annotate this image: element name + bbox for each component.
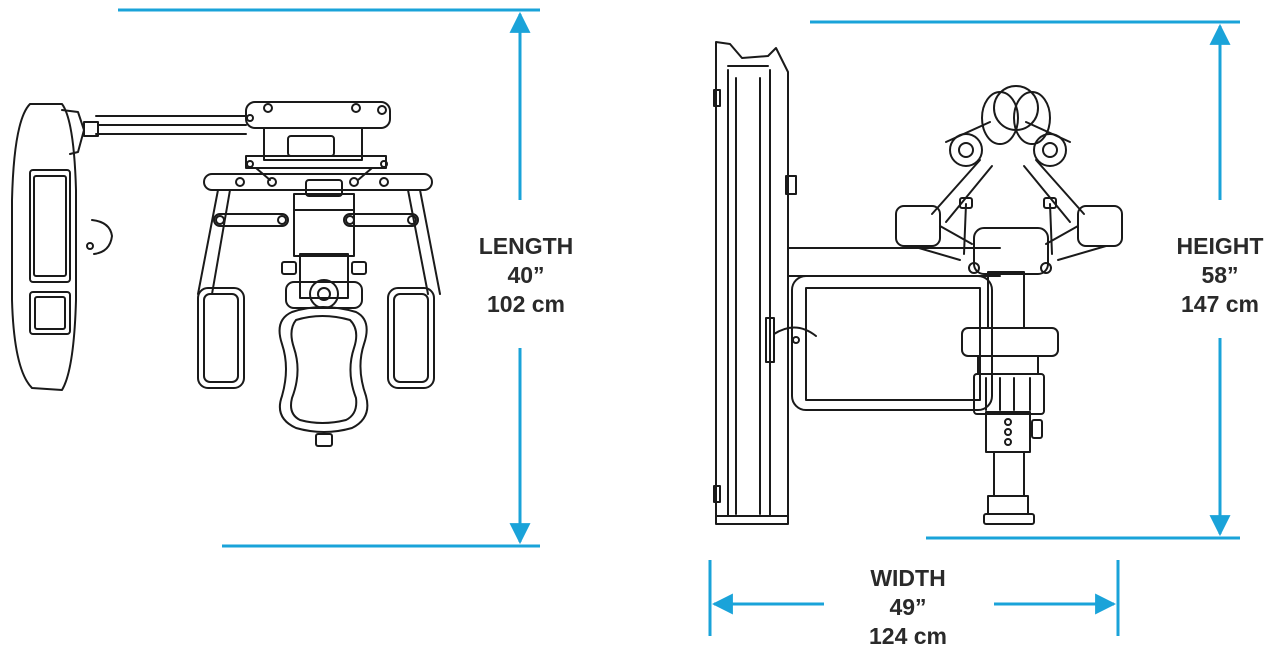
upper-arm-assembly [895, 85, 1123, 275]
length-imperial: 40” [507, 262, 545, 288]
center-column [281, 179, 367, 309]
height-imperial: 58” [1201, 262, 1239, 288]
center-post [961, 271, 1059, 525]
side-view-drawing [713, 41, 1123, 525]
top-pivot-frame [245, 101, 391, 181]
crossbar [203, 173, 433, 191]
width-name: WIDTH [870, 565, 946, 591]
height-dimension-line [810, 20, 1240, 540]
side-arms [197, 189, 441, 295]
height-name: HEIGHT [1176, 233, 1264, 259]
height-metric: 147 cm [1180, 291, 1259, 317]
length-dimension-line [118, 8, 540, 548]
top-view-drawing [11, 101, 441, 447]
height-label: HEIGHT 58” 147 cm [1160, 232, 1277, 319]
length-name: LENGTH [478, 233, 574, 259]
length-label: LENGTH 40” 102 cm [466, 232, 586, 319]
length-metric: 102 cm [486, 291, 565, 317]
console-panel [11, 103, 247, 391]
width-imperial: 49” [889, 594, 927, 620]
width-dimension-line [708, 560, 1120, 636]
width-metric: 124 cm [868, 623, 947, 649]
arm-pads [197, 287, 435, 389]
upright-tower [713, 41, 817, 525]
width-label: WIDTH 49” 124 cm [848, 564, 968, 651]
seat [278, 306, 369, 447]
